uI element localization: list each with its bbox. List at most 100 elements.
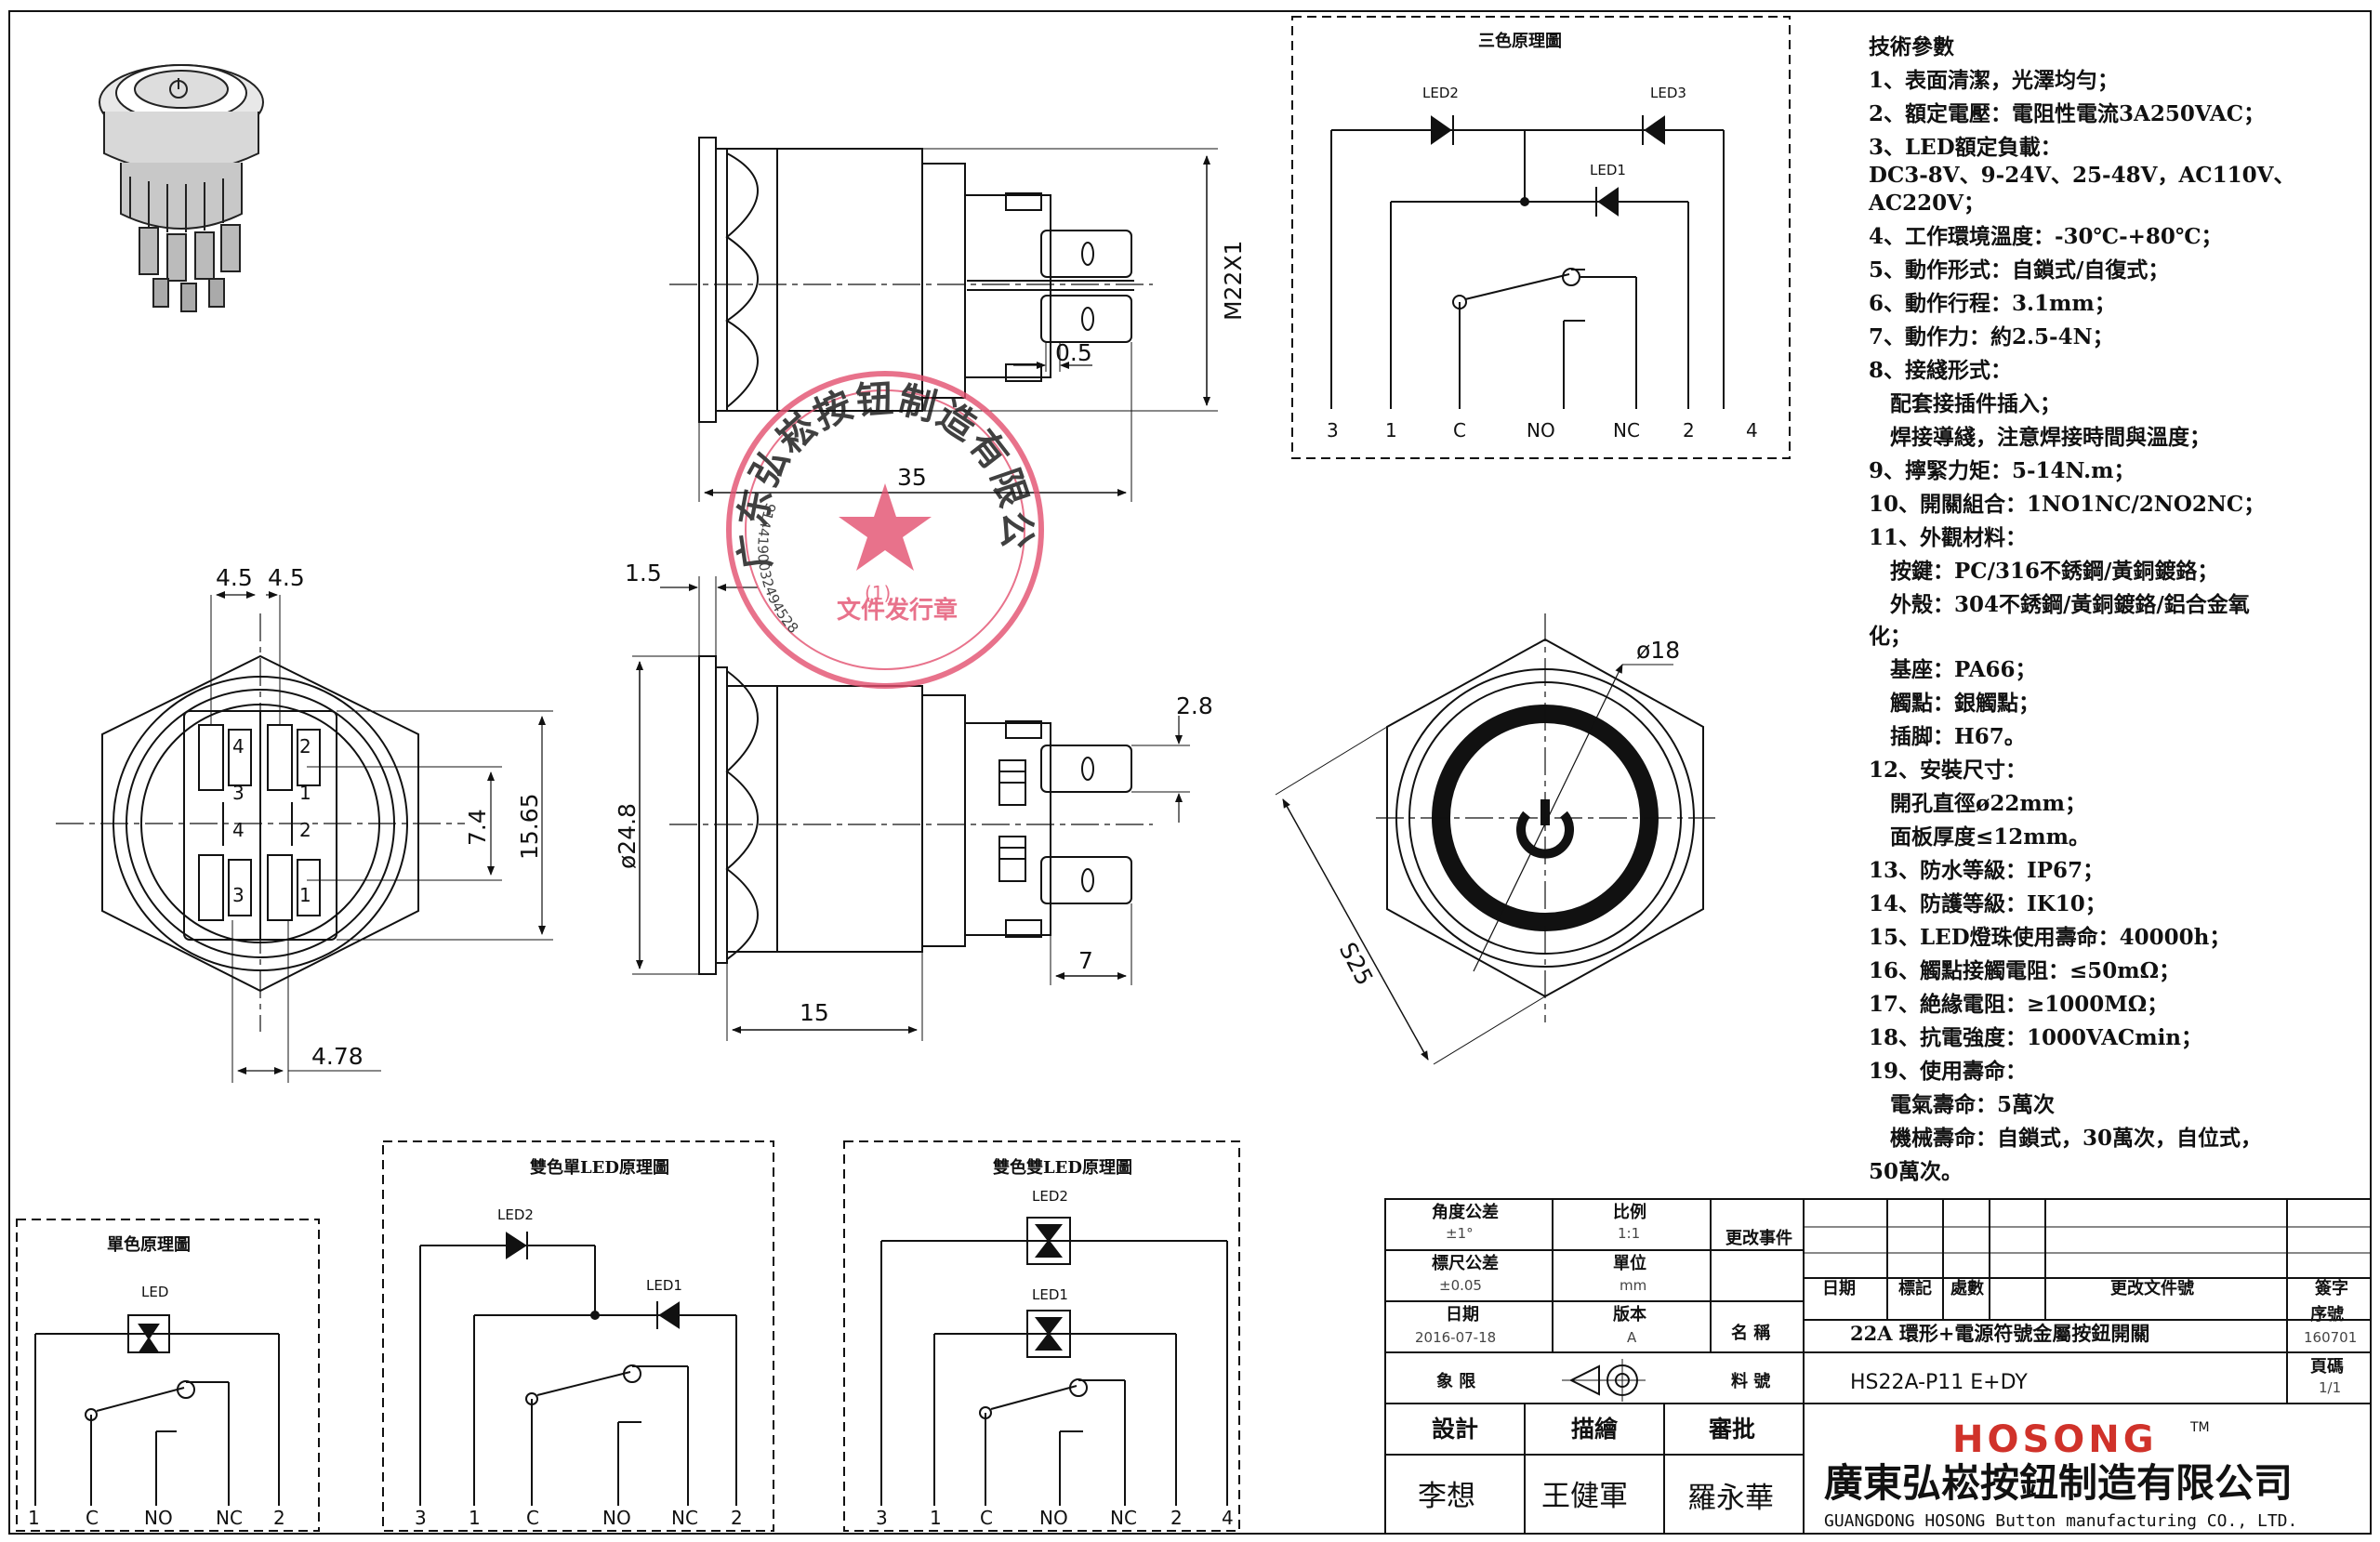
pin-label: NO bbox=[602, 1507, 631, 1529]
pin-label: 2 bbox=[299, 735, 311, 758]
spec-line: 13、防水等級：IP67； bbox=[1869, 858, 2104, 883]
version-value: A bbox=[1627, 1329, 1637, 1346]
spec-line: 化； bbox=[1869, 624, 1911, 649]
pin-label: 1 bbox=[28, 1507, 40, 1529]
spec-line: 觸點：銀觸點； bbox=[1869, 691, 2040, 716]
part-label: 料 號 bbox=[1731, 1371, 1770, 1391]
pin-label: 3 bbox=[232, 884, 245, 906]
pin-label: 2 bbox=[1683, 419, 1695, 442]
drafter-name: 王健軍 bbox=[1541, 1480, 1628, 1513]
pin-label: 3 bbox=[876, 1507, 888, 1529]
version-label: 版本 bbox=[1613, 1304, 1646, 1325]
schematic-three-color-labels: 三色原理圖 LED2 LED3 LED1 3 1 C NO NC 2 4 bbox=[1327, 31, 1758, 442]
unit-value: mm bbox=[1620, 1277, 1646, 1294]
stamp-inner-mark: (1) bbox=[865, 582, 891, 604]
draw-label: 描繪 bbox=[1571, 1416, 1619, 1443]
spec-title: 技術參數 bbox=[1869, 34, 1954, 59]
designer-name: 李想 bbox=[1418, 1480, 1475, 1513]
svg-text:9144190032494528: 9144190032494528 bbox=[754, 500, 801, 636]
angle-tol-value: ±1° bbox=[1446, 1225, 1474, 1242]
pin-label: NC bbox=[1613, 419, 1640, 442]
dim-dia-24-8: ø24.8 bbox=[614, 803, 641, 869]
pin-label: 1 bbox=[299, 884, 311, 906]
spec-line: 基座：PA66； bbox=[1869, 657, 2036, 682]
size-tol-label: 標尺公差 bbox=[1432, 1253, 1499, 1273]
dim-2-8: 2.8 bbox=[1176, 692, 1213, 719]
spec-line: AC220V； bbox=[1868, 191, 1985, 216]
schematic-single bbox=[16, 1219, 320, 1532]
stamp-inner-text: 文件发行章 bbox=[837, 596, 958, 625]
pin-label: 3 bbox=[232, 782, 245, 804]
size-tol-value: ±0.05 bbox=[1439, 1277, 1482, 1294]
brand-tm: TM bbox=[2189, 1420, 2210, 1435]
spec-line: 電氣壽命：5萬次 bbox=[1869, 1092, 2055, 1117]
product-isometric-view bbox=[99, 64, 264, 312]
page-value: 1/1 bbox=[2319, 1379, 2341, 1396]
pin-label: 1 bbox=[299, 782, 311, 804]
pin-label: C bbox=[526, 1507, 539, 1529]
dim-4-5-right: 4.5 bbox=[268, 564, 305, 591]
pin-label: 4 bbox=[1746, 419, 1758, 442]
spec-line: 8、接綫形式： bbox=[1869, 358, 2012, 383]
stamp-code: 9144190032494528 bbox=[754, 500, 801, 636]
dim-7: 7 bbox=[1078, 947, 1093, 974]
dim-m22: M22X1 bbox=[1220, 241, 1247, 321]
schematic-single-labels: 單色原理圖 LED 1 C NO NC 2 bbox=[28, 1234, 285, 1529]
pin-label: 1 bbox=[1385, 419, 1397, 442]
schematic-title: 雙色雙LED原理圖 bbox=[993, 1157, 1132, 1178]
led-label: LED1 bbox=[1590, 162, 1626, 178]
dim-15-65: 15.65 bbox=[516, 793, 543, 860]
pin-label: NO bbox=[144, 1507, 173, 1529]
spec-line: 插脚：H67。 bbox=[1869, 724, 2026, 749]
spec-line: 面板厚度≤12mm。 bbox=[1869, 824, 2090, 850]
bottom-pin-view bbox=[56, 591, 553, 1083]
brand-logo-text: HOSONG bbox=[1952, 1418, 2158, 1461]
dim-7-4: 7.4 bbox=[464, 809, 491, 846]
spec-line: DC3-8V、9-24V、25-48V，AC110V、 bbox=[1869, 163, 2294, 188]
spec-line: 17、絶緣電阻：≥1000MΩ； bbox=[1869, 992, 2168, 1017]
rev-header: 標記 bbox=[1898, 1278, 1932, 1298]
pin-label: 3 bbox=[415, 1507, 427, 1529]
pin-label: 4 bbox=[1222, 1507, 1234, 1529]
led-label: LED3 bbox=[1650, 85, 1686, 101]
design-label: 設計 bbox=[1432, 1416, 1478, 1443]
side-view-upper bbox=[669, 137, 1218, 502]
dim-s25: S25 bbox=[1334, 938, 1379, 990]
scale-value: 1:1 bbox=[1618, 1225, 1640, 1242]
spec-line: 機械壽命：自鎖式，30萬次，自位式， bbox=[1869, 1126, 2262, 1151]
date-value: 2016-07-18 bbox=[1415, 1329, 1496, 1346]
rev-header: 更改文件號 bbox=[2110, 1278, 2194, 1298]
pin-label: C bbox=[980, 1507, 993, 1529]
spec-line: 按鍵：PC/316不銹鋼/黃銅鍍鉻； bbox=[1869, 559, 2218, 584]
reviewer-name: 羅永華 bbox=[1687, 1482, 1774, 1515]
schematic-bi-double-labels: 雙色雙LED原理圖 LED2 LED1 3 1 C NO NC 2 4 bbox=[876, 1157, 1234, 1529]
spec-line: 5、動作形式：自鎖式/自復式； bbox=[1869, 257, 2169, 283]
spec-line: 15、LED燈珠使用壽命：40000h； bbox=[1869, 925, 2230, 950]
pin-label: 3 bbox=[1327, 419, 1339, 442]
schematic-bi-single bbox=[382, 1140, 774, 1532]
spec-line: 18、抗電強度：1000VACmin； bbox=[1869, 1025, 2202, 1050]
name-label: 名 稱 bbox=[1731, 1323, 1770, 1343]
schematic-three-color-legs bbox=[1563, 276, 1637, 409]
pin-label: NO bbox=[1527, 419, 1555, 442]
review-label: 審批 bbox=[1708, 1416, 1755, 1443]
date-label: 日期 bbox=[1446, 1305, 1479, 1325]
angle-tol-label: 角度公差 bbox=[1432, 1202, 1499, 1222]
pin-label: 2 bbox=[1170, 1507, 1183, 1529]
serial-label: 序號 bbox=[2310, 1304, 2344, 1325]
spec-line: 4、工作環境溫度：-30℃-+80℃； bbox=[1869, 224, 2223, 249]
dim-0-5: 0.5 bbox=[1055, 339, 1092, 366]
schematic-three-color bbox=[1291, 16, 1791, 459]
spec-line: 7、動作力：約2.5-4N； bbox=[1869, 324, 2114, 349]
schematic-title: 單色原理圖 bbox=[107, 1234, 191, 1255]
led-label: LED1 bbox=[1032, 1286, 1068, 1303]
scale-label: 比例 bbox=[1613, 1202, 1646, 1222]
pin-label: 4 bbox=[232, 735, 245, 758]
title-block-grid bbox=[1384, 1198, 2372, 1535]
pin-label: NC bbox=[216, 1507, 243, 1529]
spec-line: 14、防護等級：IK10； bbox=[1869, 891, 2107, 916]
pin-label: C bbox=[86, 1507, 99, 1529]
pin-label: C bbox=[1453, 419, 1466, 442]
spec-line: 焊接導綫，注意焊接時間與溫度； bbox=[1869, 425, 2211, 450]
